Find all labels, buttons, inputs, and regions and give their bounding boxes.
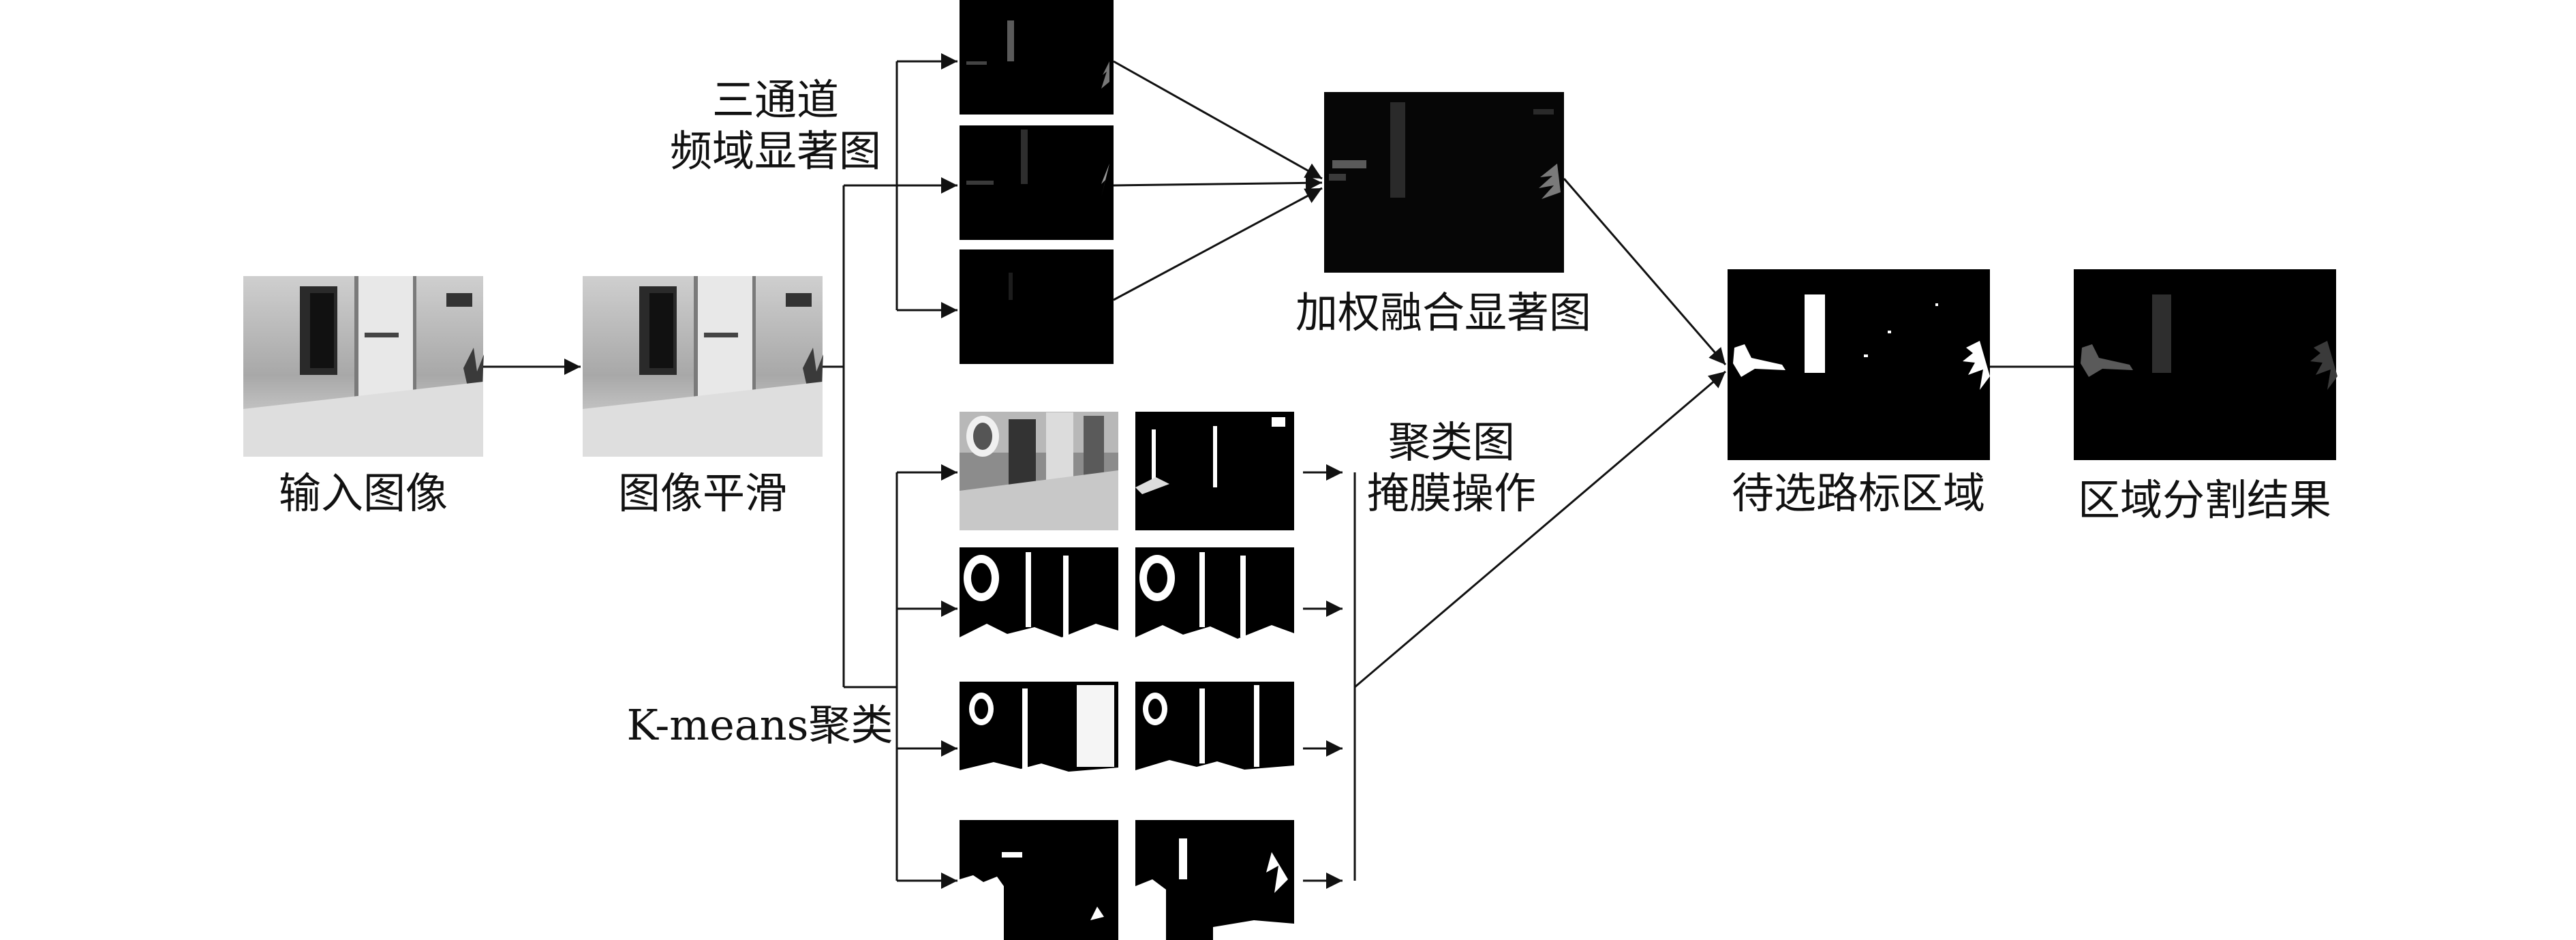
kmeans-cluster-4 xyxy=(960,820,1118,940)
label-input-image: 输入图像 xyxy=(279,468,448,518)
label-candidate-region: 待选路标区域 xyxy=(1732,468,1985,518)
connectors xyxy=(483,53,2074,889)
kmeans-cluster-7 xyxy=(1135,682,1294,800)
weighted-fusion-map xyxy=(1324,92,1564,273)
label-weighted-fusion: 加权融合显著图 xyxy=(1295,288,1591,337)
label-kmeans: K-means聚类 xyxy=(627,700,893,750)
kmeans-cluster-8 xyxy=(1135,820,1294,940)
label-cluster-map: 聚类图 xyxy=(1388,417,1515,467)
candidate-region-image xyxy=(1728,269,1990,460)
saliency-map-1 xyxy=(960,0,1114,115)
kmeans-cluster-2 xyxy=(960,547,1118,666)
input-image xyxy=(243,276,484,457)
smoothed-image xyxy=(583,276,823,457)
saliency-map-2 xyxy=(960,125,1114,240)
kmeans-cluster-5 xyxy=(1135,412,1294,530)
segmentation-result-image xyxy=(2074,269,2337,460)
saliency-map-3 xyxy=(960,249,1114,364)
label-image-smoothing: 图像平滑 xyxy=(618,468,787,518)
kmeans-cluster-6 xyxy=(1135,547,1294,666)
kmeans-cluster-3 xyxy=(960,682,1118,800)
kmeans-cluster-1 xyxy=(960,412,1118,530)
label-segmentation-result: 区域分割结果 xyxy=(2078,475,2331,525)
label-mask-operation: 掩膜操作 xyxy=(1367,468,1536,518)
label-three-channel: 三通道 xyxy=(712,75,839,125)
label-frequency-saliency: 频域显著图 xyxy=(670,126,881,176)
